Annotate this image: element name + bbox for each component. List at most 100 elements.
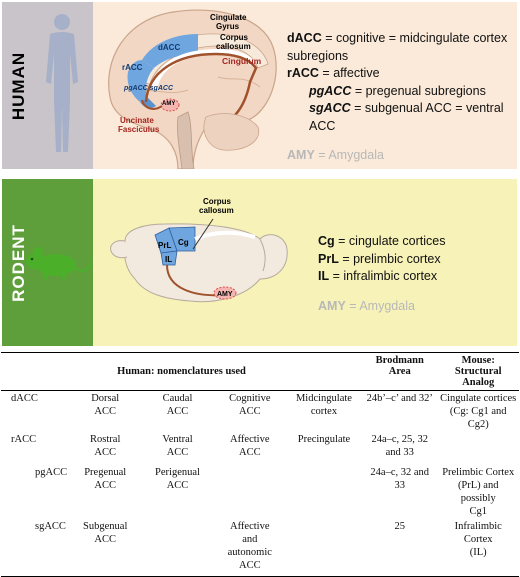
cell-brodmann: 25 [362, 519, 438, 577]
legend-racc: rACC = affective [287, 66, 380, 80]
cell-abbr: pgACC [35, 467, 68, 478]
cell-mouse-line: (Cg: Cg1 and Cg2) [449, 406, 507, 430]
cell-name-1-line: ACC [94, 480, 117, 491]
cell-brodmann: 24b’–c’ and 32’ [362, 391, 437, 433]
human-amy-region [160, 98, 180, 112]
cerebellum [203, 113, 260, 151]
cell-name-3-line: Cognitive [229, 393, 271, 404]
cell-name-3-line: Affective [230, 521, 270, 532]
corpus-callosum-label-1: Corpus [220, 33, 249, 42]
rodent-corpus-callosum [194, 230, 256, 241]
cell-abbr: rACC [11, 434, 37, 445]
pgacc-sgacc-label: pgACC sgACC [123, 85, 174, 92]
cell-name-3-line: ACC [238, 406, 261, 417]
cell-name-1-line: ACC [94, 406, 117, 417]
cell-name-2-line: ACC [166, 480, 189, 491]
human-panel: HUMAN Cingulate Gyrus Corpus [2, 2, 517, 169]
cell-brodmann: 24a–c, 25, 32 and 33 [362, 432, 437, 465]
cell-name-2-line: ACC [166, 447, 189, 458]
cell-mouse-line: Cingulate cortices [440, 393, 517, 404]
table-header-row: Human: nomenclatures used Brodmann Area … [1, 352, 519, 391]
uncinate-label-1: Uncinate [120, 116, 154, 125]
cell-name-1-line: ACC [94, 447, 117, 458]
cell-mouse-line: Infralimbic Cortex [454, 521, 502, 545]
cell-name-4-line: Midcingulate [295, 393, 352, 404]
cingulum-label: Cingulum [222, 56, 262, 66]
cell-name-2-line: ACC [166, 406, 189, 417]
rodent-amy-region [213, 286, 237, 300]
brainstem [177, 111, 195, 169]
uncinate-label-2: Fasciculus [118, 125, 160, 134]
cell-mouse-line: Prelimbic Cortex [442, 467, 515, 478]
corpus-callosum-label-2: callosum [216, 42, 251, 51]
cingulum-tract [144, 52, 258, 126]
cell-brodmann-line: and 33 [385, 447, 414, 458]
cg-label: Cg [178, 238, 189, 247]
nomenclature-table: Human: nomenclatures used Brodmann Area … [1, 352, 519, 577]
legend-human-amy: AMY = Amygdala [287, 148, 384, 162]
cell-name-3-line: Affective [230, 434, 270, 445]
header-brodmann: Brodmann Area [362, 352, 438, 391]
legend-il: IL = infralimbic cortex [318, 269, 438, 283]
human-label-box: HUMAN [2, 2, 93, 169]
rodent-panel: RODENT Corpus callos [2, 179, 517, 346]
cell-abbr: dACC [11, 393, 38, 404]
nomenclature-table-wrap: Human: nomenclatures used Brodmann Area … [0, 352, 520, 577]
cell-name-4 [286, 465, 362, 519]
header-human: Human: nomenclatures used [1, 352, 363, 391]
cell-brodmann-line: 24a–c, 25, 32 [371, 434, 429, 445]
cell-name-3-line: and [242, 534, 258, 545]
cell-brodmann: 24a–c, 32 and 33 [362, 465, 437, 519]
human-legend: dACC = cognitive = midcingulate cortex s… [287, 30, 515, 165]
human-amy-label: AMY [162, 101, 175, 107]
rodent-brain-diagram: Corpus callosum Cg PrL IL AMY [110, 197, 288, 303]
cell-name-3-line: autonomic [227, 547, 272, 558]
cell-name-3 [214, 465, 286, 519]
cell-brodmann-line: 25 [394, 521, 405, 532]
cell-name-2-line: Caudal [162, 393, 193, 404]
cell-brodmann-line: 24a–c, 32 and 33 [370, 467, 430, 491]
prl-label: PrL [158, 241, 171, 250]
racc-region [127, 60, 154, 102]
cell-mouse: Cingulate cortices (Cg: Cg1 and Cg2) [437, 391, 519, 433]
cingulate-gyrus-label-1: Cingulate [210, 13, 247, 22]
dacc-label: dACC [158, 43, 180, 52]
cell-name-4-line: Precingulate [297, 434, 351, 445]
legend-sgacc: sgACC = subgenual ACC = ventral ACC [309, 101, 504, 133]
cell-mouse [437, 432, 519, 465]
legend-cg: Cg = cingulate cortices [318, 234, 446, 248]
rodent-olfactory [110, 240, 128, 259]
cell-name-1-line: Subgenual [83, 521, 128, 532]
legend-dacc-cont: subregions [287, 48, 349, 63]
legend-rodent-amy: AMY = Amygdala [318, 298, 415, 313]
il-region [160, 250, 178, 266]
cell-name-1-line: Pregenual [84, 467, 127, 478]
rodent-amy-label: AMY [217, 291, 233, 298]
cell-name-4 [285, 519, 363, 577]
rodent-label-box: RODENT [2, 179, 93, 346]
cell-name-3-line: ACC [238, 560, 261, 571]
cell-name-4: Precingulate [286, 432, 362, 465]
uncinate-fasciculus [141, 99, 163, 110]
rodent-corpus-callosum-label-1: Corpus [203, 197, 232, 206]
legend-prl: PrL = prelimbic cortex [318, 251, 441, 266]
human-brain-diagram: Cingulate Gyrus Corpus callosum Cingulum… [108, 9, 277, 169]
rodent-corpus-callosum-label-2: callosum [199, 206, 234, 215]
human-figure-icon [46, 14, 78, 152]
legend-dacc: dACC = cognitive = midcingulate cortex [287, 31, 508, 45]
cell-name-1-line: Rostral [90, 434, 121, 445]
cell-name-1-line: ACC [94, 534, 117, 545]
